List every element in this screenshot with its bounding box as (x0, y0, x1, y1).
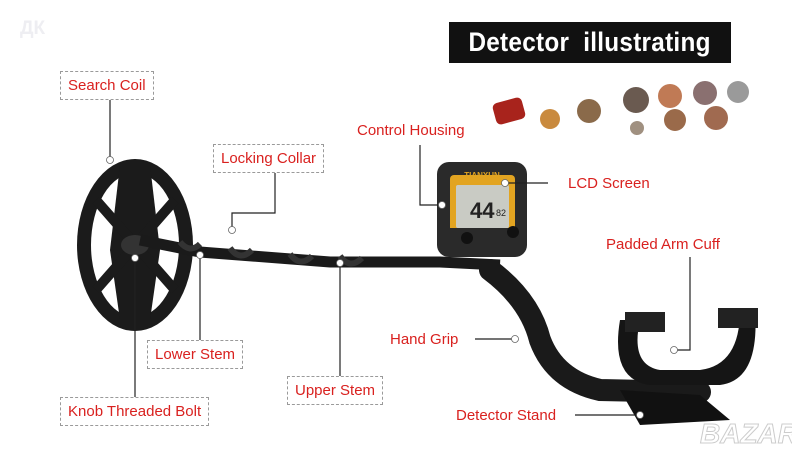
label-padded-arm-cuff: Padded Arm Cuff (606, 236, 720, 253)
label-knob-threaded-bolt: Knob Threaded Bolt (60, 397, 210, 426)
label-search-coil: Search Coil (60, 71, 154, 100)
shaft-shape (138, 234, 501, 271)
hand-grip-shape (479, 259, 711, 403)
diagram-title: Detector illustrating (449, 22, 731, 63)
label-control-housing: Control Housing (357, 122, 465, 139)
svg-text:82: 82 (496, 208, 506, 218)
stand-shape (620, 390, 730, 425)
watermark-top: ДК (20, 18, 46, 39)
lcd-screen-shape (456, 185, 509, 228)
svg-text:44: 44 (470, 198, 495, 223)
title-text: Detector illustrating (468, 27, 712, 57)
leader-dots (106, 156, 678, 419)
search-coil-shape (77, 159, 193, 331)
coins-image (492, 81, 749, 135)
label-hand-grip: Hand Grip (390, 331, 459, 348)
leader-lines (109, 100, 691, 416)
label-locking-collar: Locking Collar (213, 144, 325, 173)
label-detector-stand: Detector Stand (456, 407, 557, 424)
label-upper-stem: Upper Stem (287, 376, 384, 405)
label-lower-stem: Lower Stem (147, 340, 244, 369)
watermark-bottom: BAZAR (700, 418, 792, 450)
label-lcd-screen: LCD Screen (568, 175, 650, 192)
control-housing-shape: TIANXUN 44 82 (437, 162, 527, 257)
svg-text:TIANXUN: TIANXUN (464, 171, 500, 180)
arm-cuff-shape (618, 310, 756, 385)
